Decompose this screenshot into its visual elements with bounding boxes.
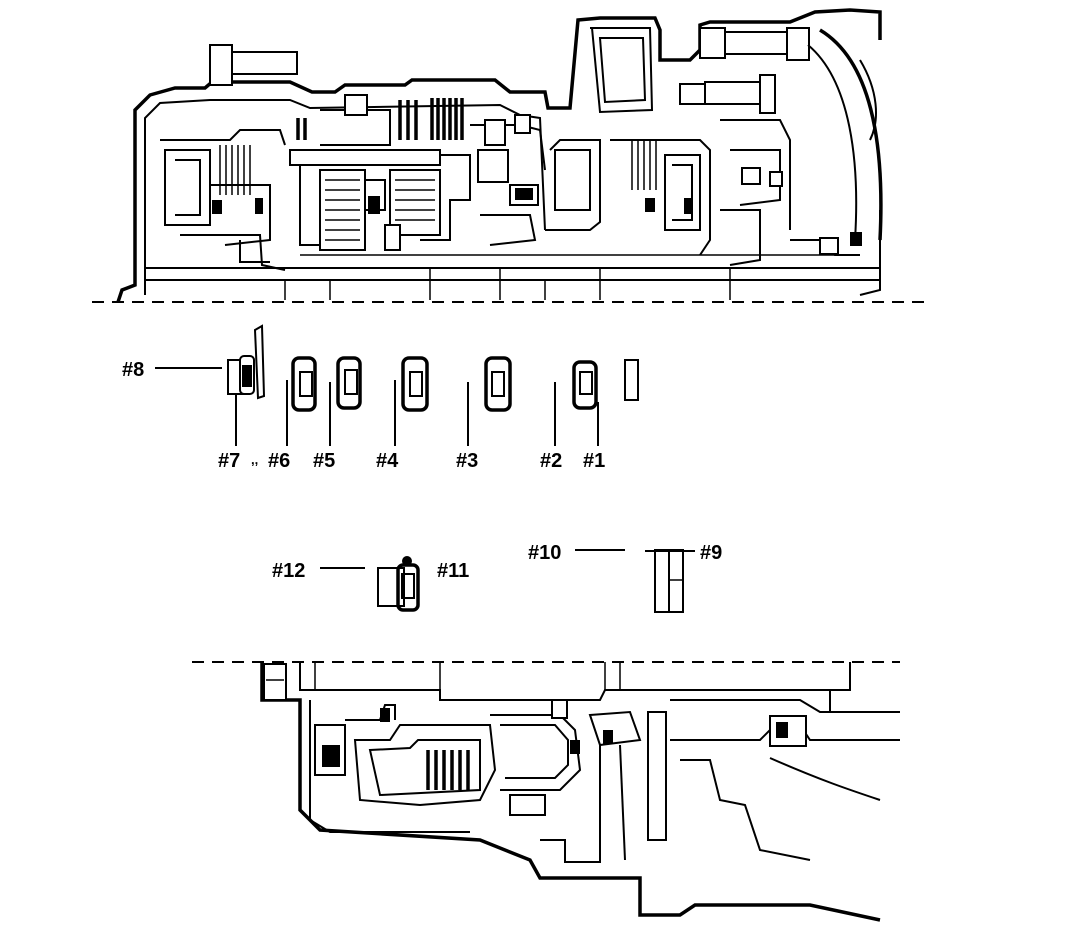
label-5: #5 xyxy=(313,450,335,472)
label-11: #11 xyxy=(437,560,469,582)
upper-bearing-row: #8 #7 ,, #6 #5 #4 #3 #2 #1 xyxy=(122,324,639,472)
label-9: #9 xyxy=(700,542,722,564)
right-clutch-pack xyxy=(610,119,862,266)
bearing-4 xyxy=(401,356,429,412)
label-8: #8 xyxy=(122,359,144,381)
label-6: #6 xyxy=(268,450,290,472)
bearing-3 xyxy=(484,356,512,412)
center-gearset xyxy=(289,94,601,251)
lower-cross-section xyxy=(192,661,900,922)
washer-2 xyxy=(624,359,639,401)
label-2: #2 xyxy=(540,450,562,472)
left-clutch-pack xyxy=(160,129,286,271)
bearing-6 xyxy=(291,356,317,412)
bearing-7-8 xyxy=(227,324,266,400)
bearing-11-12 xyxy=(377,556,420,612)
bearing-9-10 xyxy=(645,549,695,613)
upper-cross-section xyxy=(92,8,925,303)
label-7: #7 xyxy=(218,450,240,472)
label-12: #12 xyxy=(272,560,305,582)
label-10: #10 xyxy=(528,542,561,564)
bearing-5 xyxy=(336,356,362,410)
label-7-mark: ,, xyxy=(251,452,258,467)
label-1: #1 xyxy=(583,450,605,472)
bearing-1 xyxy=(572,360,598,410)
lower-bearing-row: #12 #11 #10 #9 xyxy=(272,542,722,613)
label-3: #3 xyxy=(456,450,478,472)
label-4: #4 xyxy=(376,450,399,472)
